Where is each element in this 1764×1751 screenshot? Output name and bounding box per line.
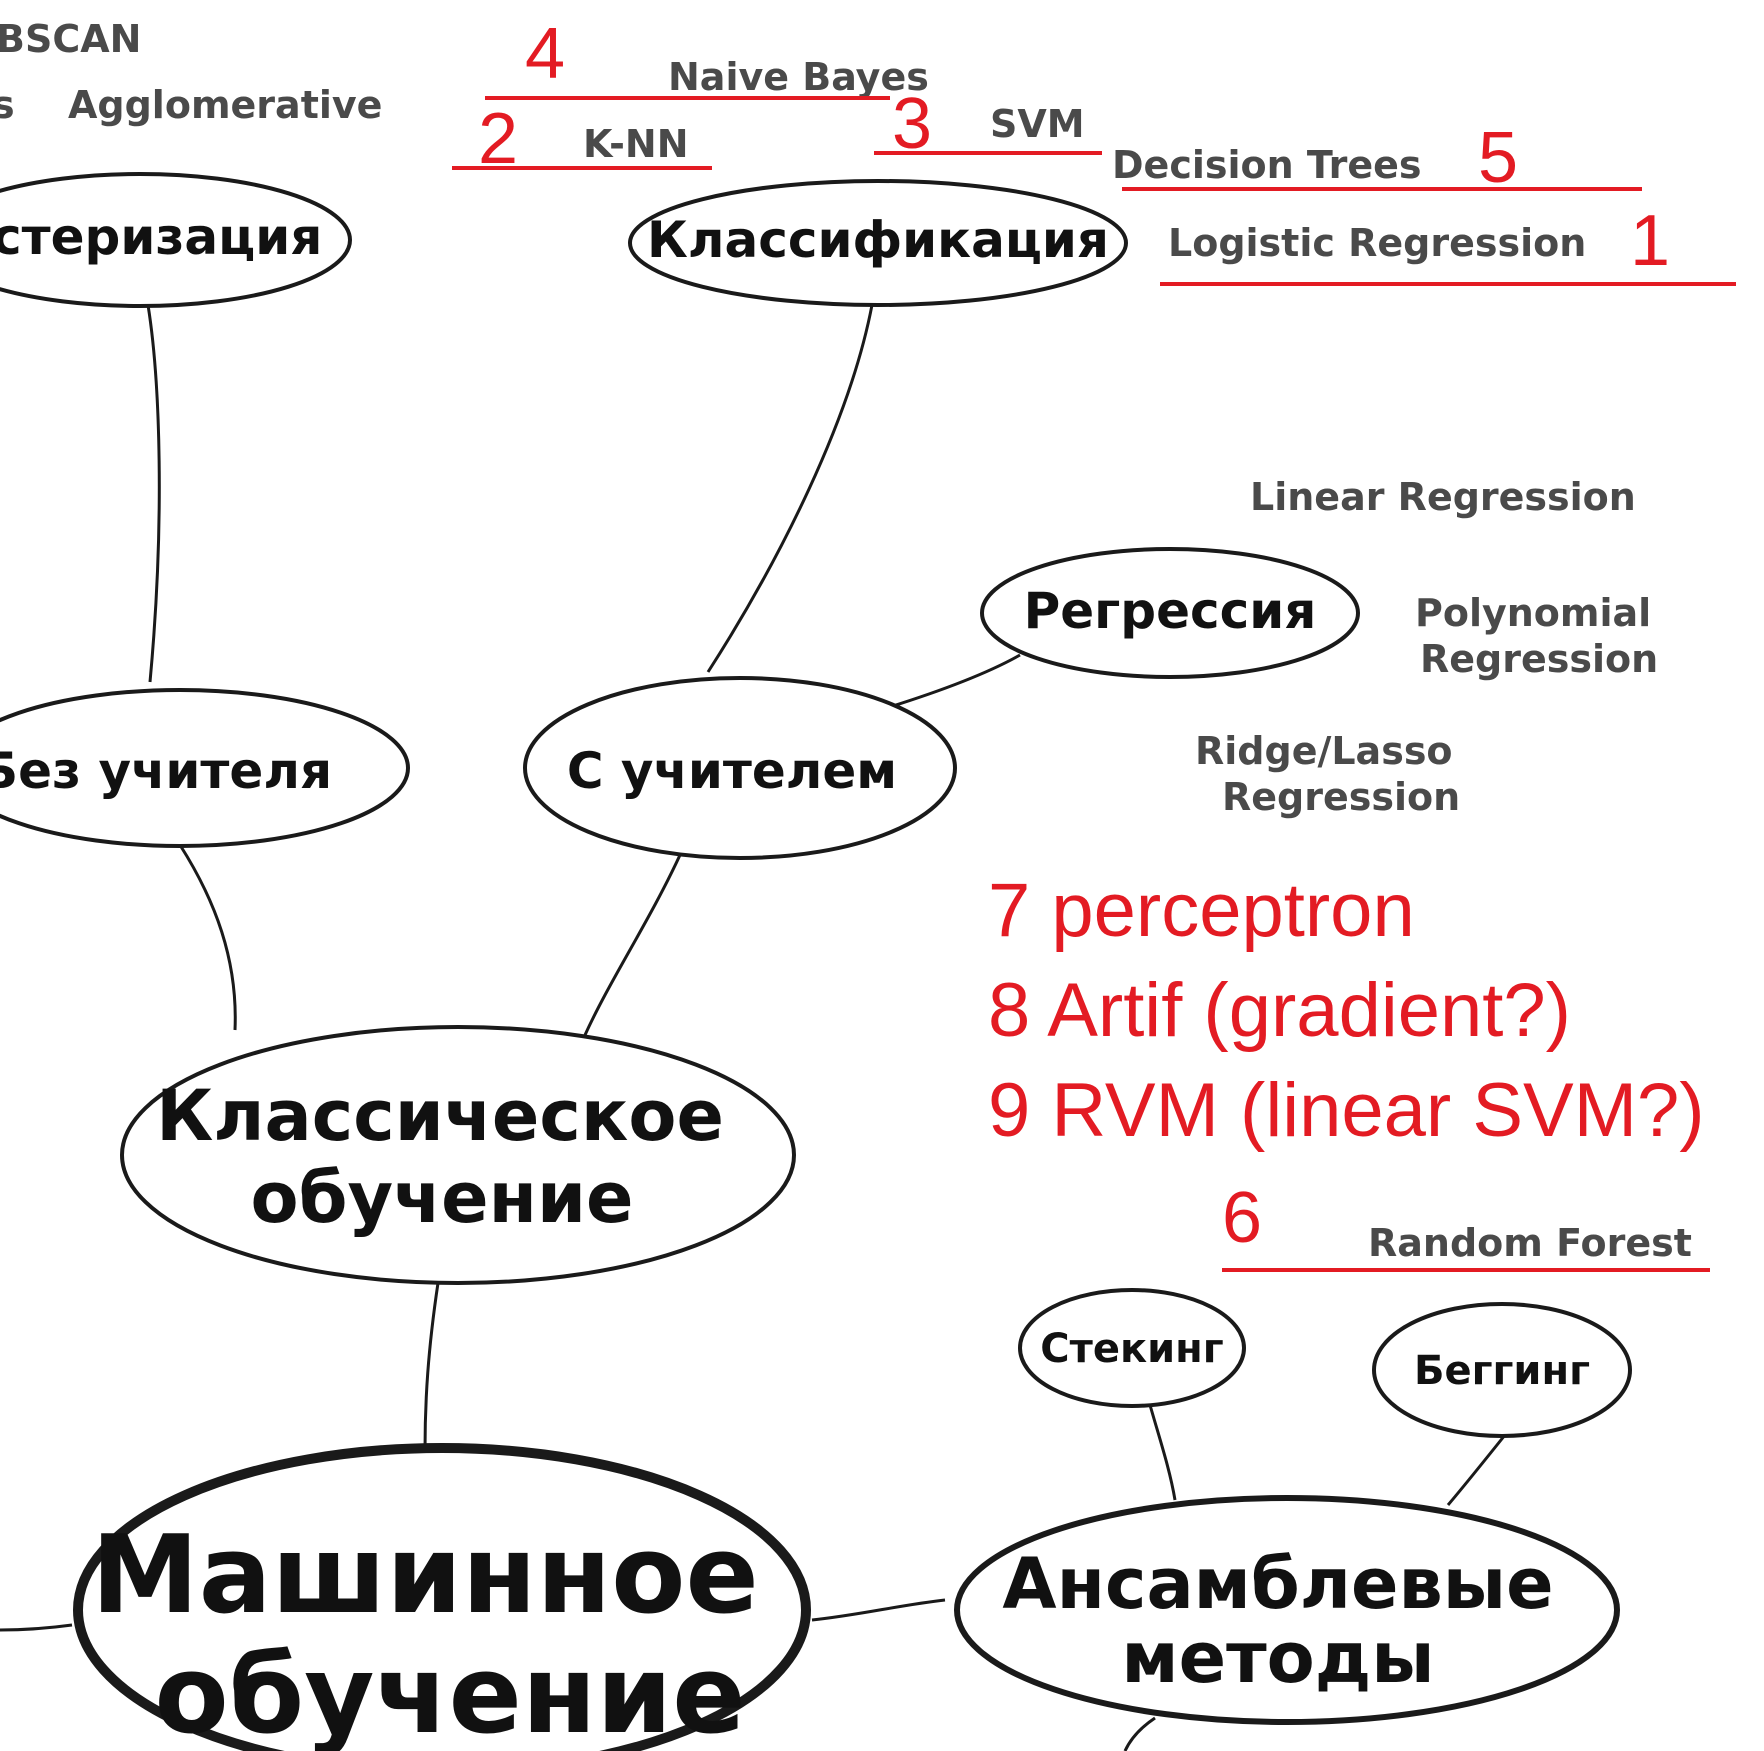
node-labels: стеризация Классификация Регрессия Без у… [0,208,1590,1751]
edge-regression-supervised [879,653,1021,712]
annotation-number-4: 4 [525,14,565,94]
node-oval-clustering [0,172,352,308]
leaf-logistic-regression: Logistic Regression [1168,221,1586,265]
annotation-note-8: 8 Artif (gradient?) [988,968,1571,1053]
node-oval-ensemble [954,1495,1620,1725]
annotation-number-6: 6 [1222,1178,1262,1258]
leaf-polynomial-regression-line1: Polynomial [1415,591,1651,635]
annotation-number-3: 3 [892,84,932,164]
node-stacking-label: Стекинг [1040,1326,1223,1372]
node-oval-classification [628,179,1128,307]
edge-classical-ml [423,1282,440,1451]
node-ml-label-line2: обучение [155,1633,746,1751]
node-oval-unsupervised [0,688,410,848]
edge-ensemble-offscreen [1123,1716,1156,1751]
node-ensemble-label-line2: методы [1121,1617,1434,1699]
leaf-svm: SVM [990,102,1085,146]
node-oval-classical [120,1025,796,1285]
node-bagging-label: Беггинг [1414,1348,1590,1394]
leaf-dbscan: BSCAN [0,17,141,61]
node-ensemble-label-line1: Ансамблевые [1002,1543,1553,1625]
edge-bagging-ensemble [1446,1434,1507,1506]
node-shapes [0,172,1632,1751]
leaf-linear-regression: Linear Regression [1250,475,1636,519]
node-oval-stacking [1018,1288,1246,1408]
leaf-s-fragment: s [0,83,15,127]
node-classical-label-line1: Классическое [156,1075,724,1157]
node-ml-label-line1: Машинное [91,1513,758,1638]
edge-clustering-unsupervised [146,304,161,683]
node-classification-label: Классификация [647,211,1109,269]
leaf-labels: BSCAN s Agglomerative Naive Bayes K-NN S… [0,17,1692,1265]
leaf-polynomial-regression-line2: Regression [1420,637,1658,681]
node-classical-label-line2: обучение [250,1157,633,1239]
annotation-note-9: 9 RVM (linear SVM?) [988,1068,1705,1153]
node-oval-supervised [523,676,957,860]
annotation-number-1: 1 [1630,201,1670,281]
annotation-number-5: 5 [1478,118,1518,198]
leaf-ridge-lasso-line2: Regression [1222,775,1460,819]
edge-supervised-classical [583,854,682,1036]
edge-stacking-ensemble [1148,1404,1177,1501]
node-clustering-label: стеризация [0,208,322,266]
node-oval-regression [980,547,1360,679]
leaf-random-forest: Random Forest [1368,1221,1692,1265]
node-oval-bagging [1372,1302,1632,1438]
edge-classification-supervised [706,304,874,673]
leaf-agglomerative: Agglomerative [68,83,382,127]
annotation-number-2: 2 [478,99,518,179]
leaf-ridge-lasso-line1: Ridge/Lasso [1195,729,1453,773]
edge-left-offscreen [0,1623,73,1632]
node-oval-ml [73,1443,811,1751]
leaf-decision-trees: Decision Trees [1112,143,1422,187]
node-regression-label: Регрессия [1024,582,1317,640]
edges [0,304,1507,1751]
node-supervised-label: С учителем [567,742,897,800]
leaf-naive-bayes: Naive Bayes [668,55,929,99]
annotations: 4 2 3 5 1 6 7 perceptron 8 Artif (gradie… [452,14,1736,1272]
edge-unsupervised-classical [178,844,237,1031]
leaf-knn: K-NN [583,122,689,166]
node-unsupervised-label: Без учителя [0,742,332,800]
annotation-note-7: 7 perceptron [988,868,1415,953]
edge-ml-ensemble [811,1598,946,1622]
